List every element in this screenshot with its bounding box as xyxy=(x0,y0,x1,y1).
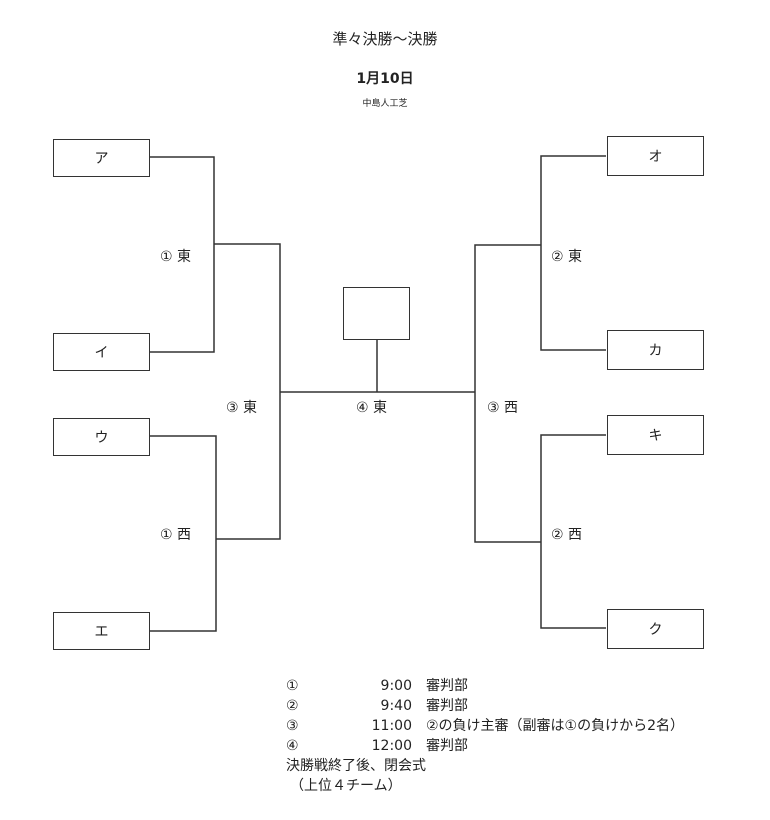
team-box-i: イ xyxy=(53,333,150,371)
team-label: ウ xyxy=(94,430,109,446)
match-label-1-west: ① 西 xyxy=(160,527,192,543)
match-label-2-west: ② 西 xyxy=(551,527,583,543)
team-box-o: オ xyxy=(607,136,704,176)
team-box-ku: ク xyxy=(607,609,704,649)
bracket-line-right-top xyxy=(540,155,606,351)
team-box-a: ア xyxy=(53,139,150,177)
team-label: オ xyxy=(648,149,663,165)
team-label: イ xyxy=(94,345,109,361)
team-label: ク xyxy=(648,622,663,638)
schedule-note: 審判部 xyxy=(426,738,468,754)
schedule-row: ① 9:00 審判部 xyxy=(286,676,684,696)
team-label: ア xyxy=(94,151,109,167)
schedule-note: ②の負け主審（副審は①の負けから2名） xyxy=(426,718,685,734)
schedule-note: 審判部 xyxy=(426,678,468,694)
team-box-ki: キ xyxy=(607,415,704,455)
bracket-line-left-semi xyxy=(214,243,281,540)
top-four-note: （上位４チーム） xyxy=(290,778,402,794)
team-box-ka: カ xyxy=(607,330,704,370)
schedule-row: ③ 11:00 ②の負け主審（副審は①の負けから2名） xyxy=(286,716,684,736)
team-label: カ xyxy=(648,343,663,359)
schedule-no: ④ xyxy=(286,738,299,754)
bracket-line-right-bottom xyxy=(540,434,606,629)
team-box-u: ウ xyxy=(53,418,150,456)
schedule-no: ② xyxy=(286,698,299,714)
bracket-line-left-bottom xyxy=(150,435,217,632)
schedule-time: 9:40 xyxy=(380,698,412,714)
bracket-line-left-top xyxy=(150,156,215,353)
page-title: 準々決勝～決勝 xyxy=(332,30,438,48)
team-box-e: エ xyxy=(53,612,150,650)
schedule-time: 12:00 xyxy=(371,738,412,754)
venue-name: 中島人工芝 xyxy=(362,99,408,109)
schedule-note: 審判部 xyxy=(426,698,468,714)
closing-ceremony-note: 決勝戦終了後、閉会式 xyxy=(286,758,426,774)
match-label-4-east: ④ 東 xyxy=(356,400,388,416)
schedule-time: 11:00 xyxy=(371,718,412,734)
schedule-no: ③ xyxy=(286,718,299,734)
match-date: 1月10日 xyxy=(356,71,414,87)
schedule-time: 9:00 xyxy=(380,678,412,694)
champion-box xyxy=(343,287,410,340)
match-label-1-east: ① 東 xyxy=(160,249,192,265)
team-label: キ xyxy=(648,428,663,444)
match-label-3-east: ③ 東 xyxy=(226,400,258,416)
team-label: エ xyxy=(94,624,109,640)
match-label-2-east: ② 東 xyxy=(551,249,583,265)
schedule-no: ① xyxy=(286,678,299,694)
schedule-row: ② 9:40 審判部 xyxy=(286,696,684,716)
schedule-notes: ① 9:00 審判部 ② 9:40 審判部 ③ 11:00 ②の負け主審（副審は… xyxy=(286,676,684,796)
match-label-3-west: ③ 西 xyxy=(487,400,519,416)
bracket-line-right-semi xyxy=(474,244,541,543)
schedule-row: ④ 12:00 審判部 xyxy=(286,736,684,756)
